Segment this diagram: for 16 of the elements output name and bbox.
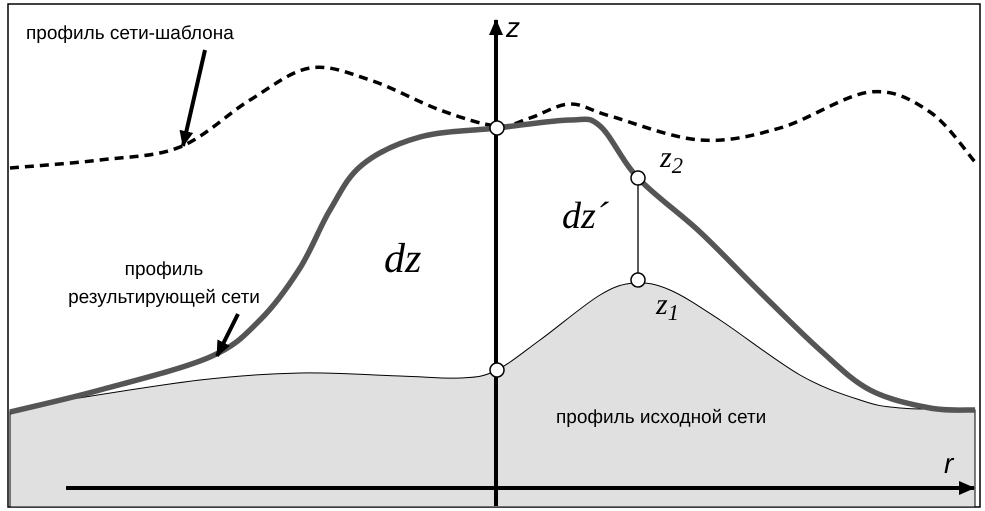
point-marker	[489, 362, 505, 378]
point-marker	[630, 272, 646, 288]
point-label: z$_{1}$	[656, 290, 679, 320]
leader-arrow	[180, 50, 207, 147]
connector-line	[637, 185, 639, 273]
dimension-label: dz	[384, 238, 422, 280]
point-marker	[489, 120, 505, 136]
point-marker	[630, 170, 646, 186]
point-label: z$_{2}$	[660, 143, 683, 173]
caption-text: профиль результирующей сети	[67, 258, 261, 310]
axis-label: r	[944, 450, 954, 478]
axis-label: z	[506, 14, 520, 42]
caption-text: профиль сети-шаблона	[26, 22, 235, 46]
leader-arrow	[215, 313, 240, 357]
edge-label: dz´	[562, 197, 608, 235]
area-label: профиль исходной сети	[556, 408, 766, 427]
